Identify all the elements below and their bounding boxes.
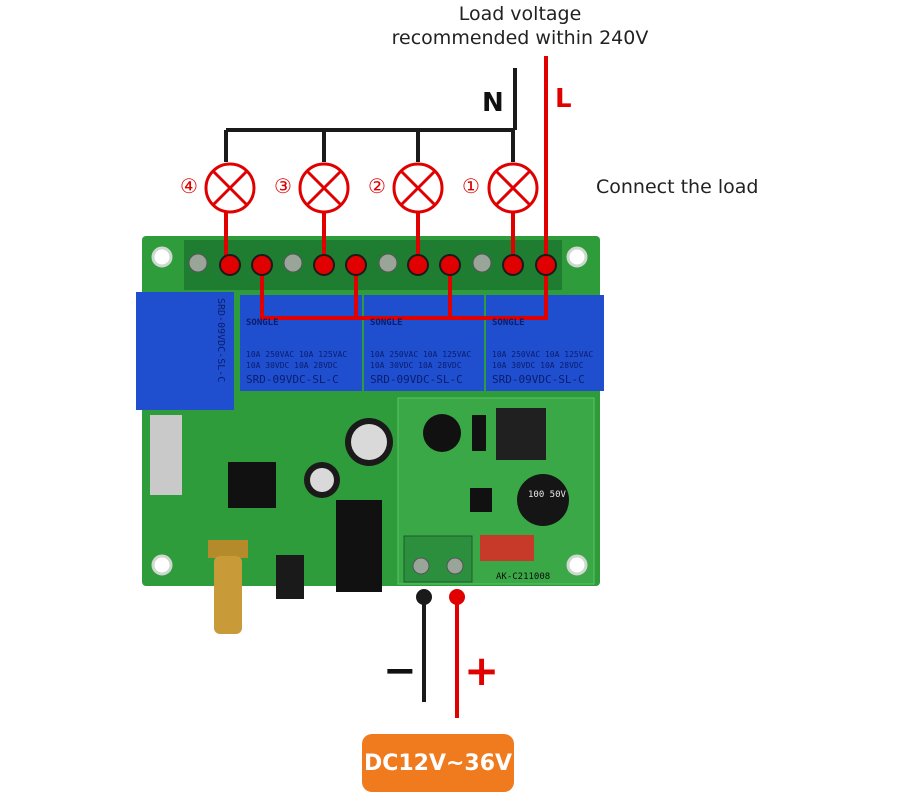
relay-1 — [136, 292, 234, 410]
neutral-label: N — [482, 88, 504, 118]
relay-2-spec-2: 10A 30VDC 10A 28VDC — [246, 361, 338, 370]
relay-1-model: SRD-09VDC-SL-C — [215, 298, 226, 383]
channel-3-label: ③ — [274, 174, 292, 198]
live-label: L — [555, 84, 572, 114]
relay-4-spec-1: 10A 250VAC 10A 125VAC — [492, 350, 594, 359]
output-terminal-block — [184, 240, 562, 290]
lamp-symbols — [204, 162, 539, 214]
lamp-4-icon — [204, 162, 256, 214]
relay-2-brand: SONGLE — [246, 318, 279, 328]
terminal-contacts — [219, 254, 557, 276]
board-code: AK-C211008 — [496, 572, 551, 582]
title-line-1: Load voltage — [458, 3, 582, 25]
channel-2-label: ② — [368, 174, 386, 198]
lamp-3-icon — [298, 162, 350, 214]
relay-3-spec-2: 10A 30VDC 10A 28VDC — [370, 361, 462, 370]
relay-4-brand: SONGLE — [492, 318, 525, 328]
pcb-components — [150, 408, 569, 634]
relay-2-spec-1: 10A 250VAC 10A 125VAC — [246, 350, 348, 359]
relays — [136, 292, 604, 410]
connect-load-label: Connect the load — [596, 176, 759, 198]
neutral-wires — [224, 68, 517, 162]
plus-label: + — [464, 646, 500, 695]
load-voltage-title: Load voltage recommended within 240V — [380, 2, 660, 50]
lamp-2-icon — [392, 162, 444, 214]
lamp-1-icon — [487, 162, 539, 214]
relay-4-spec-2: 10A 30VDC 10A 28VDC — [492, 361, 584, 370]
power-input-badge: DC12V~36V — [362, 734, 514, 792]
terminal-screws — [188, 253, 492, 273]
relay-3-spec-1: 10A 250VAC 10A 125VAC — [370, 350, 472, 359]
relay-3 — [364, 295, 484, 391]
minus-label: − — [383, 648, 417, 694]
mounting-holes — [151, 246, 588, 576]
title-line-2: recommended within 240V — [391, 27, 649, 49]
relay-4-model: SRD-09VDC-SL-C — [492, 373, 585, 386]
channel-1-label: ① — [462, 174, 480, 198]
channel-4-label: ④ — [180, 174, 198, 198]
relay-2-model: SRD-09VDC-SL-C — [246, 373, 339, 386]
capacitor-label: 100 50V — [528, 490, 566, 500]
relay-3-model: SRD-09VDC-SL-C — [370, 373, 463, 386]
power-input-wires — [416, 589, 465, 718]
relay-3-brand: SONGLE — [370, 318, 403, 328]
